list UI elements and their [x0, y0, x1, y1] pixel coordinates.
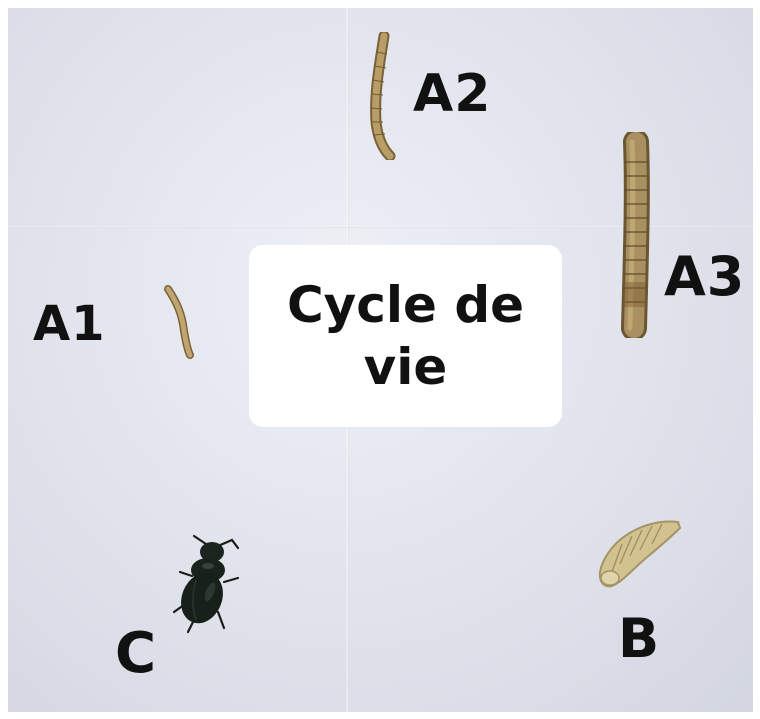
label-a3: A3: [664, 250, 745, 304]
label-c: C: [115, 626, 157, 682]
beetle-c-image: [166, 532, 250, 638]
label-b: B: [618, 612, 660, 666]
larva-a1-image: [158, 283, 202, 363]
label-a2: A2: [413, 68, 491, 120]
larva-a2-image: [360, 32, 400, 160]
pupa-b-image: [592, 512, 688, 594]
page-title: Cycle de vie: [266, 274, 546, 399]
title-box: Cycle de vie: [249, 245, 562, 427]
label-a1: A1: [33, 300, 106, 348]
larva-a3-image: [612, 132, 660, 338]
